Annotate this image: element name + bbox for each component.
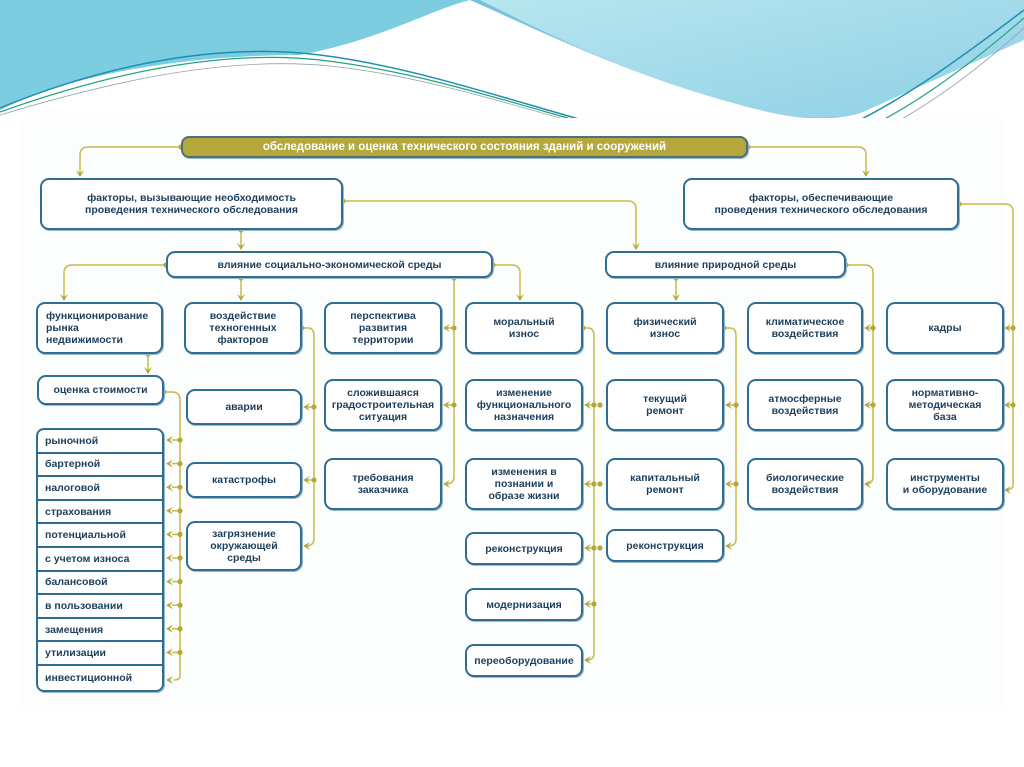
- value-type-item[interactable]: с учетом износа: [38, 548, 162, 572]
- wave-right-band: [480, 0, 1024, 118]
- enablers-node[interactable]: факторы, обеспечивающие проведения техни…: [683, 178, 959, 230]
- modernization-node[interactable]: модернизация: [465, 588, 583, 621]
- territory-prospects-node[interactable]: перспектива развития территории: [324, 302, 442, 354]
- causes-node[interactable]: факторы, вызывающие необходимость провед…: [40, 178, 343, 230]
- tools-equipment-node[interactable]: инструменты и оборудование: [886, 458, 1004, 510]
- lifestyle-change-node[interactable]: изменения в познании и образе жизни: [465, 458, 583, 510]
- root-node[interactable]: обследование и оценка технического состо…: [181, 136, 748, 158]
- valuation-node[interactable]: оценка стоимости: [37, 375, 164, 405]
- value-type-item[interactable]: потенциальной: [38, 524, 162, 548]
- current-repair-node[interactable]: текущий ремонт: [606, 379, 724, 431]
- value-type-item[interactable]: балансовой: [38, 572, 162, 596]
- pollution-node[interactable]: загрязнение окружающей среды: [186, 521, 302, 571]
- socio-economic-node[interactable]: влияние социально-экономической среды: [166, 251, 493, 278]
- physical-wear-node[interactable]: физический износ: [606, 302, 724, 354]
- value-type-item[interactable]: налоговой: [38, 477, 162, 501]
- value-types-list: рыночной бартерной налоговой страхования…: [36, 428, 164, 692]
- biological-impact-node[interactable]: биологические воздействия: [747, 458, 863, 510]
- value-type-item[interactable]: рыночной: [38, 430, 162, 454]
- function-change-node[interactable]: изменение функционального назначения: [465, 379, 583, 431]
- capital-repair-node[interactable]: капитальный ремонт: [606, 458, 724, 510]
- value-type-item[interactable]: страхования: [38, 501, 162, 525]
- moral-wear-node[interactable]: моральный износ: [465, 302, 583, 354]
- value-type-item[interactable]: бартерной: [38, 454, 162, 478]
- value-type-item[interactable]: инвестиционной: [45, 671, 133, 684]
- urban-situation-node[interactable]: сложившаяся градостроительная ситуация: [324, 379, 442, 431]
- natural-environment-node[interactable]: влияние природной среды: [605, 251, 846, 278]
- customer-requirements-node[interactable]: требования заказчика: [324, 458, 442, 510]
- reconstruction-physical-node[interactable]: реконструкция: [606, 529, 724, 562]
- real-estate-market-node[interactable]: функционирование рынка недвижимости: [36, 302, 163, 354]
- atmospheric-impact-node[interactable]: атмосферные воздействия: [747, 379, 863, 431]
- personnel-node[interactable]: кадры: [886, 302, 1004, 354]
- wave-white-arc: [0, 40, 1024, 160]
- value-type-item[interactable]: утилизации: [38, 642, 162, 666]
- accidents-node[interactable]: аварии: [186, 389, 302, 425]
- reconstruction-moral-node[interactable]: реконструкция: [465, 532, 583, 565]
- value-type-item[interactable]: в пользовании: [38, 595, 162, 619]
- technogenic-factors-node[interactable]: воздействие техногенных факторов: [184, 302, 302, 354]
- value-type-item[interactable]: замещения: [38, 619, 162, 643]
- re-equipment-node[interactable]: переоборудование: [465, 644, 583, 677]
- catastrophes-node[interactable]: катастрофы: [186, 462, 302, 498]
- regulatory-base-node[interactable]: нормативно- методическая база: [886, 379, 1004, 431]
- climate-impact-node[interactable]: климатическое воздействия: [747, 302, 863, 354]
- wave-left-fill: [0, 0, 470, 110]
